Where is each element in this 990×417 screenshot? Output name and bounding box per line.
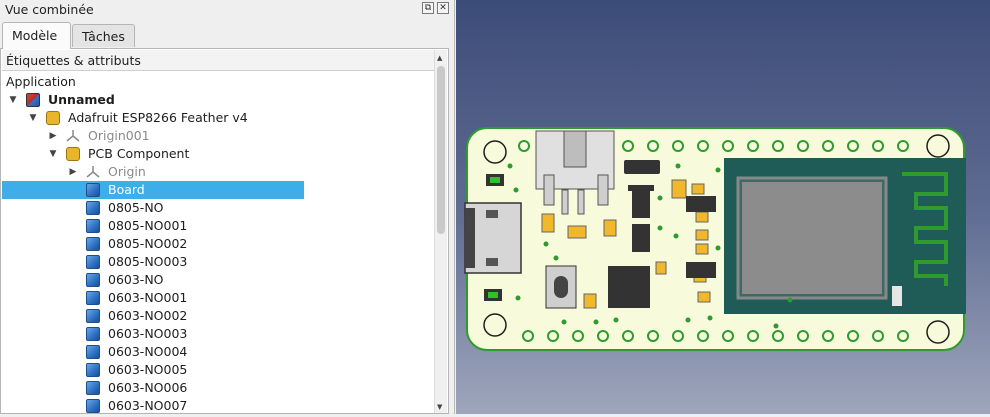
- cube-icon: [86, 309, 100, 323]
- header-pins-top: [518, 140, 909, 152]
- cube-icon: [86, 363, 100, 377]
- expand-arrow-icon[interactable]: ▶: [49, 131, 57, 141]
- tab-tasks[interactable]: Tâches: [72, 24, 135, 47]
- tree-item[interactable]: 0805-NO003: [0, 253, 433, 271]
- tree-root-application: Application: [0, 73, 433, 91]
- cube-icon: [86, 183, 100, 197]
- tree-item[interactable]: 0603-NO007: [0, 397, 433, 415]
- tree-item[interactable]: ▶ Origin: [0, 163, 433, 181]
- tree-item[interactable]: ▼ Adafruit ESP8266 Feather v4: [0, 109, 433, 127]
- 3d-viewport[interactable]: [456, 0, 990, 414]
- usb-connector: [464, 202, 522, 274]
- tree-item-label: 0805-NO002: [108, 236, 188, 251]
- tree-item-label: 0805-NO003: [108, 254, 188, 269]
- tree-item-label: 0603-NO002: [108, 308, 188, 323]
- cube-icon: [86, 291, 100, 305]
- collapse-arrow-icon[interactable]: ▼: [9, 95, 17, 105]
- tree-item-label: 0603-NO001: [108, 290, 188, 305]
- tree-header[interactable]: Étiquettes & attributs: [2, 50, 434, 71]
- tab-model[interactable]: Modèle: [2, 22, 71, 49]
- tree-item-label: 0603-NO006: [108, 380, 188, 395]
- tree-item[interactable]: ▼ Unnamed: [0, 91, 433, 109]
- origin-icon: [66, 129, 80, 143]
- tree-item[interactable]: ▶ Origin001: [0, 127, 433, 145]
- tree-item-label: Origin: [108, 164, 146, 179]
- tree-root-label: Application: [6, 74, 76, 89]
- scroll-up-icon[interactable]: ▲: [437, 54, 443, 62]
- mounting-hole-icon: [483, 134, 950, 344]
- tree-item-label: 0603-NO004: [108, 344, 188, 359]
- model-tree: Étiquettes & attributs ▲ ▼: [0, 48, 449, 414]
- tree-scrollbar[interactable]: ▲ ▼: [434, 50, 447, 413]
- selection-highlight: [2, 181, 304, 199]
- tree-item-label: Origin001: [88, 128, 150, 143]
- tree-item[interactable]: Board: [0, 181, 433, 199]
- tree-item[interactable]: 0603-NO004: [0, 343, 433, 361]
- reset-button: [545, 265, 577, 309]
- pcb-render: [464, 127, 966, 351]
- vias: [507, 163, 793, 329]
- float-panel-button[interactable]: ⧉: [422, 2, 434, 14]
- tree-item[interactable]: ▼ PCB Component: [0, 145, 433, 163]
- ic-chips: [608, 160, 716, 308]
- cube-icon: [86, 399, 100, 413]
- tree-item-label: 0603-NO007: [108, 398, 188, 413]
- tree-item-label: 0603-NO003: [108, 326, 188, 341]
- document-icon: [26, 93, 40, 107]
- tree-item[interactable]: 0603-NO: [0, 271, 433, 289]
- tree-item-label: 0805-NO: [108, 200, 164, 215]
- cube-icon: [86, 273, 100, 287]
- battery-connector: [535, 130, 615, 215]
- tree-item-label: PCB Component: [88, 146, 190, 161]
- panel-title: Vue combinée: [5, 2, 94, 17]
- part-icon: [46, 111, 60, 125]
- tree-item[interactable]: 0603-NO003: [0, 325, 433, 343]
- cube-icon: [86, 255, 100, 269]
- tree-item-label: 0805-NO001: [108, 218, 188, 233]
- tree-item[interactable]: 0805-NO002: [0, 235, 433, 253]
- origin-icon: [86, 165, 100, 179]
- tree-item[interactable]: 0603-NO001: [0, 289, 433, 307]
- tree-item-label: Adafruit ESP8266 Feather v4: [68, 110, 248, 125]
- combo-view-panel: Vue combinée ⧉ ✕ Modèle Tâches Étiquette…: [0, 0, 455, 414]
- tree-item-label: Unnamed: [48, 92, 115, 107]
- header-pins-bottom: [522, 330, 909, 342]
- collapse-arrow-icon[interactable]: ▼: [49, 149, 57, 159]
- cube-icon: [86, 345, 100, 359]
- expand-arrow-icon[interactable]: ▶: [69, 167, 77, 177]
- cube-icon: [86, 201, 100, 215]
- tree-item[interactable]: 0805-NO: [0, 199, 433, 217]
- cube-icon: [86, 381, 100, 395]
- tree-item[interactable]: 0603-NO005: [0, 361, 433, 379]
- cube-icon: [86, 237, 100, 251]
- collapse-arrow-icon[interactable]: ▼: [29, 113, 37, 123]
- esp-module: [724, 158, 966, 314]
- tree-item[interactable]: 0603-NO006: [0, 379, 433, 397]
- cube-icon: [86, 327, 100, 341]
- scroll-down-icon[interactable]: ▼: [437, 403, 443, 411]
- tree-item[interactable]: 0805-NO001: [0, 217, 433, 235]
- cube-icon: [86, 219, 100, 233]
- close-panel-button[interactable]: ✕: [437, 2, 449, 14]
- tree-item-label: 0603-NO: [108, 272, 164, 287]
- tree-item-label: 0603-NO005: [108, 362, 188, 377]
- tree-item[interactable]: 0603-NO002: [0, 307, 433, 325]
- tree-item-label: Board: [108, 182, 145, 197]
- part-icon: [66, 147, 80, 161]
- scroll-thumb[interactable]: [437, 66, 445, 234]
